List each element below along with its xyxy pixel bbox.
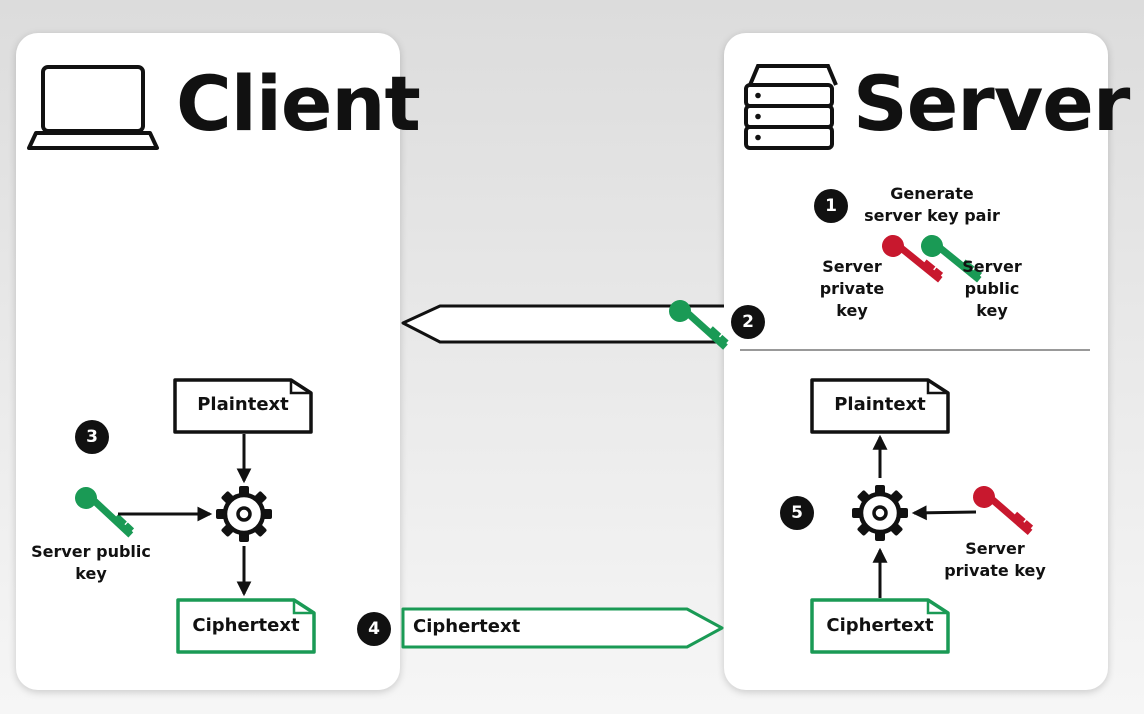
client-public-key-icon [74,485,135,540]
server-plaintext-document [810,378,950,434]
server-key-to-gear-arrow [911,505,977,521]
client-plaintext-document [173,378,313,434]
client-ciphertext-label: Ciphertext [192,615,300,636]
server-decrypt-private-key-icon [972,482,1034,539]
server-plaintext-label: Plaintext [834,394,926,415]
server-private-key-label: Server private key [819,257,885,320]
step-3-badge: 3 [75,420,109,454]
client-key-label: Server public key [31,542,151,583]
client-title: Client [176,59,421,148]
server-ciphertext-document [810,598,950,654]
server-public-key-label: Server public key [962,257,1022,320]
laptop-icon [27,65,159,150]
step-2-badge: 2 [731,305,765,339]
step-5-badge: 5 [780,496,814,530]
ciphertext-transfer-label: Ciphertext [413,616,521,637]
public-key-transfer-arrow [401,304,724,344]
server-decrypt-key-label: Server private key [944,539,1046,580]
client-ciphertext-document [176,598,316,654]
client-gear-icon [216,486,272,542]
server-gear-icon [852,485,908,541]
step-1-badge: 1 [814,189,848,223]
server-rack-icon [744,64,838,150]
client-plaintext-label: Plaintext [197,394,289,415]
step-4-badge: 4 [357,612,391,646]
server-title: Server [853,59,1130,148]
server-ciphertext-label: Ciphertext [826,615,934,636]
generate-key-pair-label: Generate server key pair [864,184,1000,225]
ciphertext-transfer-arrow [401,607,724,649]
